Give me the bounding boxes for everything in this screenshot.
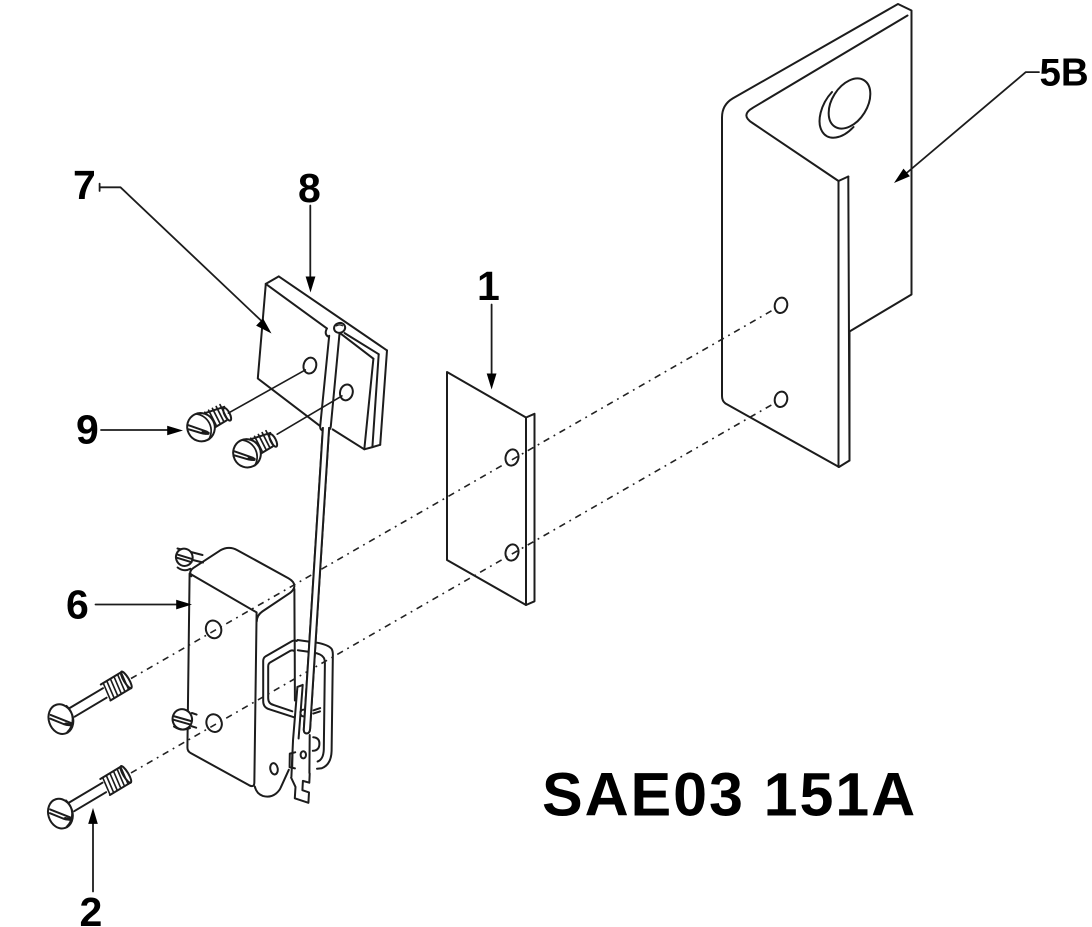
svg-text:6: 6	[66, 582, 89, 628]
svg-text:8: 8	[298, 165, 321, 211]
svg-text:7: 7	[73, 162, 96, 208]
svg-text:2: 2	[80, 889, 103, 927]
svg-text:1: 1	[477, 263, 500, 309]
svg-text:5B: 5B	[1040, 52, 1089, 95]
svg-text:SAE03 151A: SAE03 151A	[542, 760, 917, 828]
svg-text:9: 9	[76, 407, 99, 453]
